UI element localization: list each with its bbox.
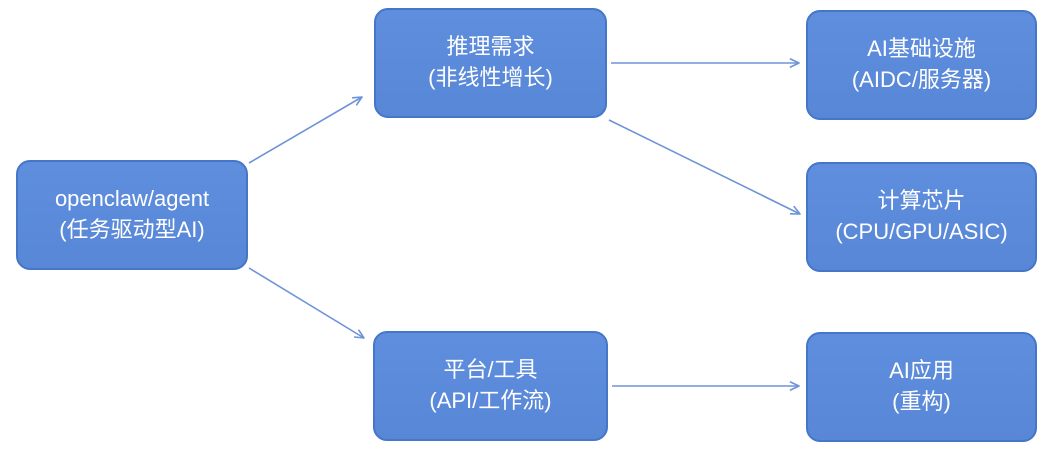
node-ai-infrastructure: AI基础设施 (AIDC/服务器): [806, 10, 1037, 120]
node-ai-applications: AI应用 (重构): [806, 332, 1037, 442]
node-chips-subtitle: (CPU/GPU/ASIC): [835, 219, 1008, 244]
node-agent-subtitle: (任务驱动型AI): [59, 217, 205, 242]
node-platform-subtitle: (API/工作流): [429, 388, 552, 413]
node-infra-title: AI基础设施: [867, 36, 976, 62]
node-agent: openclaw/agent (任务驱动型AI): [16, 160, 248, 270]
edge-agent-to-platform: [248, 267, 365, 339]
edge-inference-to-chips: [608, 119, 801, 215]
node-inference-subtitle: (非线性增长): [428, 65, 553, 90]
node-agent-title: openclaw/agent: [54, 186, 210, 212]
node-compute-chips: 计算芯片 (CPU/GPU/ASIC): [806, 162, 1037, 272]
node-infra-subtitle: (AIDC/服务器): [851, 67, 992, 92]
node-inference-title: 推理需求: [446, 34, 535, 60]
edge-agent-to-inference: [248, 96, 363, 164]
node-inference-demand: 推理需求 (非线性增长): [374, 8, 607, 118]
node-apps-subtitle: (重构): [892, 389, 951, 414]
node-chips-title: 计算芯片: [877, 188, 966, 214]
node-apps-title: AI应用: [889, 358, 954, 384]
node-platform-title: 平台/工具: [443, 357, 538, 383]
node-platform-tools: 平台/工具 (API/工作流): [373, 331, 608, 441]
